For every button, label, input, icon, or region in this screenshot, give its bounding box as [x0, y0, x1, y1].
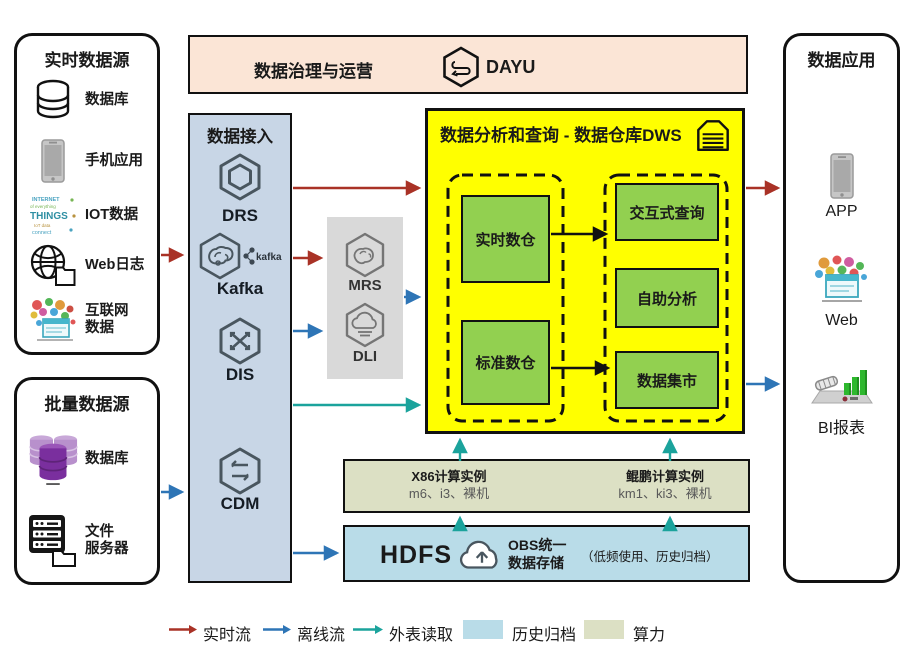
dayu-label: DAYU: [486, 56, 536, 77]
bi-report-icon: [786, 361, 897, 407]
kafka-icon: kafka: [190, 232, 290, 280]
legend-external-arrow: [352, 623, 384, 636]
standard-warehouse-box: 标准数仓: [461, 320, 550, 405]
legend-external-label: 外表读取: [389, 627, 454, 644]
kafka-label: Kafka: [216, 279, 264, 298]
banner-title: 数据治理与运营: [254, 62, 373, 81]
source-row: Web日志: [27, 241, 151, 289]
realtime-warehouse-label: 实时数仓: [475, 231, 536, 249]
svg-text:kafka: kafka: [256, 252, 282, 263]
dli-label: DLI: [352, 348, 378, 365]
source-label: 数据库: [85, 450, 129, 467]
x86-specs: m6、i3、裸机: [408, 485, 490, 501]
mrs-icon: [327, 231, 403, 279]
x86-compute: X86计算实例 m6、i3、裸机: [359, 469, 539, 503]
web-label: Web: [825, 312, 858, 329]
source-label: 手机应用: [85, 152, 143, 169]
legend-realtime-arrow: [168, 623, 198, 636]
legend-offline-label: 离线流: [297, 627, 346, 644]
data-mart-label: 数据集市: [636, 372, 697, 390]
obs-label: OBS统一 数据存储: [508, 537, 567, 571]
kunpeng-compute: 鲲鹏计算实例 km1、ki3、裸机: [575, 469, 755, 503]
storage-note: （低频使用、历史归档）: [581, 550, 719, 564]
legend-offline-arrow: [262, 623, 292, 636]
realtime-warehouse-box: 实时数仓: [461, 195, 550, 283]
standard-warehouse-label: 标准数仓: [475, 355, 536, 372]
mobile-app-icon: [27, 138, 79, 184]
legend-archive-swatch: [463, 620, 503, 639]
cdm-label: CDM: [220, 494, 260, 513]
data-apps-title: 数据应用: [807, 51, 876, 70]
dws-analytics-box: 数据分析和查询 - 数据仓库DWS 实时数仓 标准数仓 交互式查询 自助分析 数…: [425, 108, 745, 434]
web-log-icon: [27, 241, 79, 289]
source-label: 互联网 数据: [85, 303, 129, 336]
dayu-hexagon-icon: [443, 46, 479, 88]
app-phone-icon: [786, 152, 897, 200]
legend-realtime-label: 实时流: [203, 627, 252, 644]
internet-data-icon: [27, 295, 79, 345]
data-mart-box: 数据集市: [615, 351, 719, 409]
source-row: 手机应用: [27, 137, 151, 185]
data-ingestion-column: 数据接入 DRS kafka Kafka: [188, 113, 292, 583]
svg-text:IoT data: IoT data: [34, 223, 51, 228]
kunpeng-specs: km1、ki3、裸机: [618, 485, 712, 501]
obs-cloud-icon: [457, 536, 507, 574]
realtime-sources-title: 实时数据源: [44, 51, 130, 70]
interactive-query-box: 交互式查询: [615, 183, 719, 241]
file-server-icon: [27, 513, 79, 569]
self-service-analysis-box: 自助分析: [615, 268, 719, 328]
svg-text:INTERNET: INTERNET: [32, 197, 60, 203]
source-label: 文件 服务器: [85, 524, 129, 557]
warehouse-right-group: 交互式查询 自助分析 数据集市: [603, 173, 729, 423]
interactive-query-label: 交互式查询: [629, 204, 705, 222]
source-row: 数据库: [27, 76, 151, 124]
data-apps-box: 数据应用 APP Web: [783, 33, 900, 583]
warehouse-icon: [694, 117, 732, 155]
batch-sources-box: 批量数据源: [14, 377, 160, 585]
bi-report-label: BI报表: [817, 420, 866, 437]
realtime-sources-box: 实时数据源 数据库 手机应用: [14, 33, 160, 355]
iot-icon: INTERNET of everything THINGS IoT data c…: [27, 192, 79, 238]
source-label: Web日志: [85, 256, 145, 273]
warehouse-left-group: 实时数仓 标准数仓: [446, 173, 565, 423]
cdm-icon: [190, 445, 290, 497]
compute-instances-box: X86计算实例 m6、i3、裸机 鲲鹏计算实例 km1、ki3、裸机: [343, 459, 750, 513]
hdfs-label: HDFS: [380, 541, 453, 569]
web-icon: [786, 253, 897, 309]
processing-box: MRS DLI: [327, 217, 403, 379]
svg-text:THINGS: THINGS: [30, 211, 68, 222]
dws-title: 数据分析和查询 - 数据仓库DWS: [440, 126, 682, 145]
drs-label: DRS: [222, 206, 258, 225]
governance-banner: 数据治理与运营 DAYU: [188, 35, 748, 94]
svg-text:of everything: of everything: [30, 204, 56, 209]
dli-icon: [327, 301, 403, 349]
batch-sources-title: 批量数据源: [44, 395, 130, 414]
app-label: APP: [825, 203, 858, 220]
svg-text:connect: connect: [32, 230, 52, 236]
source-label: 数据库: [85, 91, 129, 108]
source-row: 数据库: [27, 428, 151, 490]
purple-database-icon: [27, 429, 79, 489]
hdfs-storage-box: HDFS OBS统一 数据存储 （低频使用、历史归档）: [343, 525, 750, 582]
mrs-label: MRS: [348, 277, 382, 294]
dis-label: DIS: [225, 365, 255, 384]
dis-icon: [190, 315, 290, 367]
x86-title: X86计算实例: [411, 469, 487, 484]
dayu-logo: DAYU: [440, 45, 535, 89]
source-row: INTERNET of everything THINGS IoT data c…: [27, 191, 151, 239]
source-label: IOT数据: [85, 206, 139, 223]
self-service-analysis-label: 自助分析: [636, 290, 697, 308]
legend-compute-swatch: [584, 620, 624, 639]
database-icon: [27, 77, 79, 123]
data-ingestion-title: 数据接入: [207, 128, 273, 146]
legend-compute-label: 算力: [633, 627, 666, 644]
kunpeng-title: 鲲鹏计算实例: [625, 469, 704, 484]
source-row: 文件 服务器: [27, 512, 151, 570]
source-row: 互联网 数据: [27, 294, 151, 346]
drs-icon: [190, 151, 290, 203]
legend-archive-label: 历史归档: [512, 627, 577, 644]
